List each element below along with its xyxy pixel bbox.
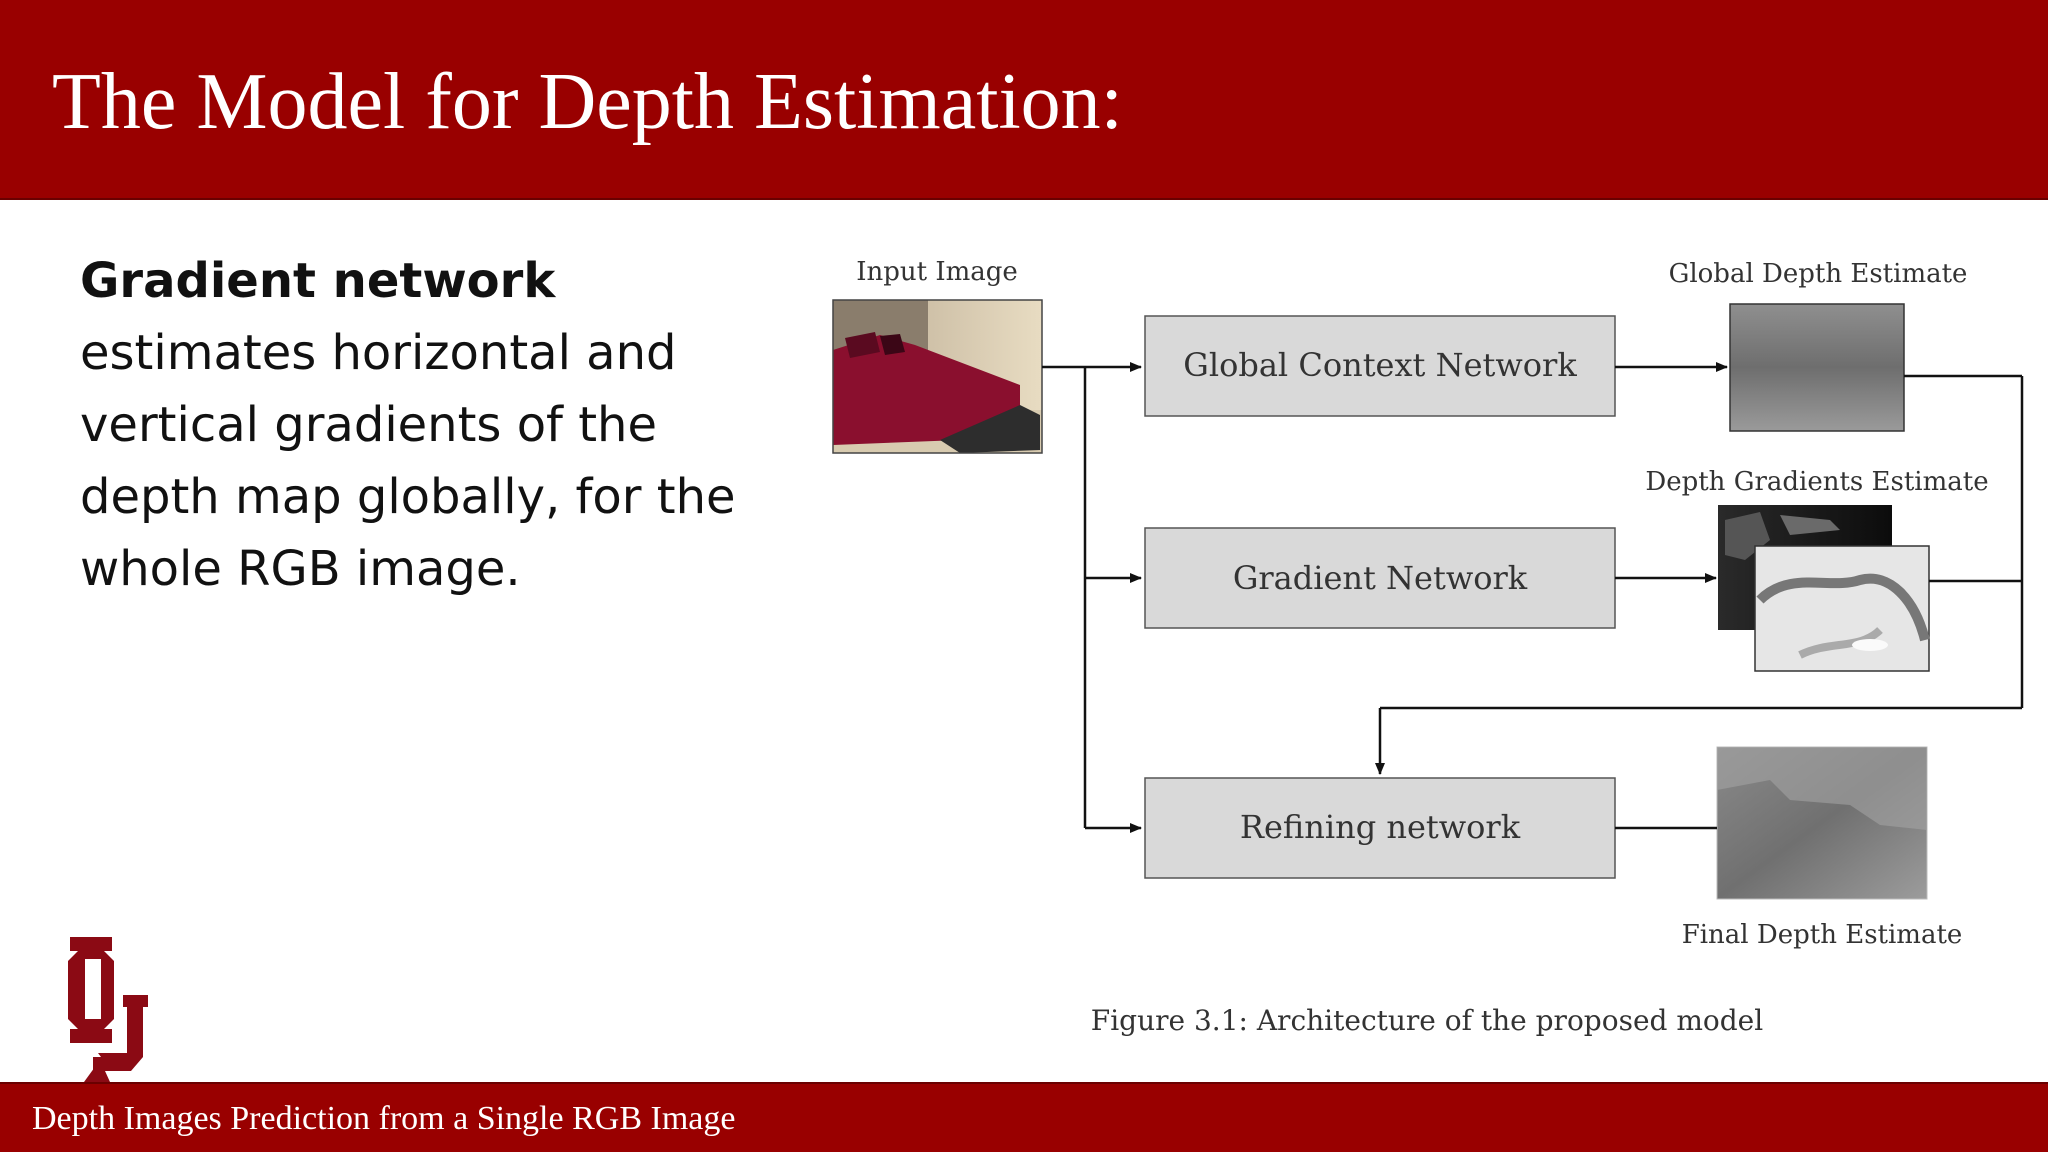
input-image — [832, 299, 1043, 454]
final-depth-image — [1716, 746, 1928, 900]
input-image-label: Input Image — [856, 257, 1018, 287]
ou-logo-icon — [68, 937, 148, 1082]
global-depth-image — [1729, 303, 1905, 432]
gradient-network-box — [1144, 527, 1616, 629]
body-text: Gradient network estimates horizontal an… — [80, 245, 760, 605]
connectors — [1042, 362, 2024, 833]
figure-caption: Figure 3.1: Architecture of the proposed… — [1091, 1004, 1763, 1037]
gradient-network-label: Gradient Network — [1233, 559, 1528, 597]
final-depth-label: Final Depth Estimate — [1682, 920, 1963, 950]
body-bold-lead: Gradient network — [80, 253, 556, 309]
body-description: estimates horizontal and vertical gradie… — [80, 325, 736, 597]
title-bar: The Model for Depth Estimation: — [0, 0, 2048, 200]
global-depth-label: Global Depth Estimate — [1669, 259, 1968, 289]
depth-gradients-images — [1718, 505, 1930, 672]
refining-network-label: Refining network — [1240, 808, 1521, 846]
refining-network-box — [1144, 777, 1616, 879]
footer-title: Depth Images Prediction from a Single RG… — [32, 1100, 736, 1137]
gradients-label: Depth Gradients Estimate — [1645, 467, 1988, 497]
global-context-network-label: Global Context Network — [1183, 346, 1577, 384]
slide-title: The Model for Depth Estimation: — [52, 58, 1123, 146]
footer-bar: Depth Images Prediction from a Single RG… — [0, 1082, 2048, 1152]
global-context-network-box — [1144, 315, 1616, 417]
